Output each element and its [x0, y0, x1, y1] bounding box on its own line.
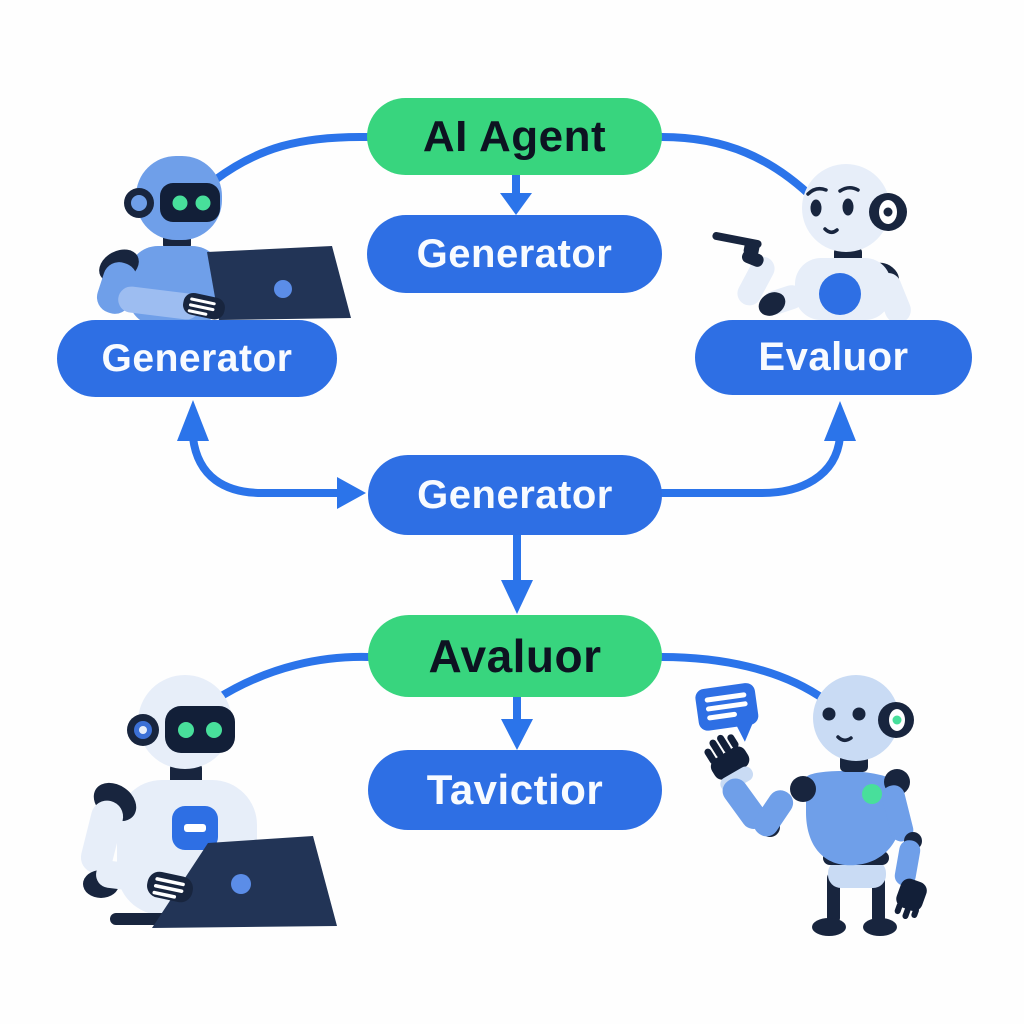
robot-eye: [178, 722, 194, 738]
robot-foot: [863, 918, 897, 936]
robot-eyebrow: [838, 186, 860, 193]
robot-pelvis: [828, 860, 886, 888]
node-tavictior: Tavictior: [368, 750, 662, 830]
laptop-logo-dot: [274, 280, 292, 298]
arrowhead-down-icon: [500, 193, 532, 215]
robot-holding-pen-top-right: [712, 164, 911, 324]
arrowheads: [177, 193, 856, 750]
laptop-logo-dot: [231, 874, 251, 894]
robot-mouth: [823, 227, 839, 234]
robot-typing-laptop-top-left: [96, 156, 351, 326]
robot-ear-center: [139, 726, 147, 734]
robot-ear-inner: [131, 195, 147, 211]
robot-waving-bottom-right: [695, 675, 927, 936]
robot-visor: [165, 706, 235, 753]
robot-chest-circle: [819, 273, 861, 315]
robot-visor: [160, 183, 220, 222]
node-generator-mid: Generator: [368, 455, 662, 535]
robot-waving-hand: [704, 734, 750, 780]
robot-shoulder: [790, 776, 816, 802]
robot-chest-dot: [862, 784, 882, 804]
robot-chest-minus: [184, 824, 206, 832]
arrowhead-down-icon: [501, 719, 533, 750]
connector-lines: [189, 132, 844, 726]
robot-neck: [170, 763, 202, 785]
robot-eye: [172, 195, 188, 211]
node-generator-left: Generator: [57, 320, 337, 397]
robot-glove: [183, 292, 225, 320]
robot-eye: [810, 199, 822, 217]
robot-forearm: [894, 840, 921, 886]
robot-elbow: [758, 292, 786, 316]
robot-forearm: [722, 778, 767, 829]
robot-eye: [852, 707, 866, 721]
node-generator-top: Generator: [367, 215, 662, 293]
robot-typing-laptop-bottom-left: [80, 675, 337, 928]
robot-eye: [206, 722, 222, 738]
robot-eye: [842, 198, 854, 216]
robot-eyebrow: [806, 186, 828, 196]
connector-avaluor-to-right-robot: [658, 653, 829, 704]
robot-hand: [743, 241, 760, 257]
node-ai-agent: AI Agent: [367, 98, 662, 175]
robot-upper-arm: [80, 800, 124, 874]
arrow-left-loop: [189, 434, 342, 497]
connector-aiagent-to-left-robot: [211, 132, 371, 184]
robot-forearm: [737, 256, 775, 306]
robot-foot: [812, 918, 846, 936]
arrowhead-right-icon: [337, 477, 366, 509]
robot-upper-arm: [753, 790, 794, 837]
connector-avaluor-to-left-robot: [211, 652, 372, 704]
node-avaluor: Avaluor: [368, 615, 662, 697]
robot-glove: [147, 871, 193, 903]
robot-upper-arm: [881, 785, 914, 842]
robot-eye: [195, 195, 211, 211]
arrowhead-up-icon: [177, 400, 209, 441]
arrowhead-down-icon: [501, 580, 533, 614]
robot-headphone-center: [883, 207, 893, 217]
node-evaluor: Evaluor: [695, 320, 972, 395]
robot-forearm: [118, 286, 200, 320]
robot-eye: [822, 707, 836, 721]
robot-hand: [894, 878, 927, 920]
arrow-right-loop: [658, 421, 844, 497]
speech-bubble-icon: [695, 683, 759, 742]
connector-aiagent-to-right-robot: [658, 133, 819, 204]
robot-headphone-center: [892, 715, 902, 725]
robot-mouth: [836, 735, 853, 742]
arrowhead-up-icon: [824, 401, 856, 441]
